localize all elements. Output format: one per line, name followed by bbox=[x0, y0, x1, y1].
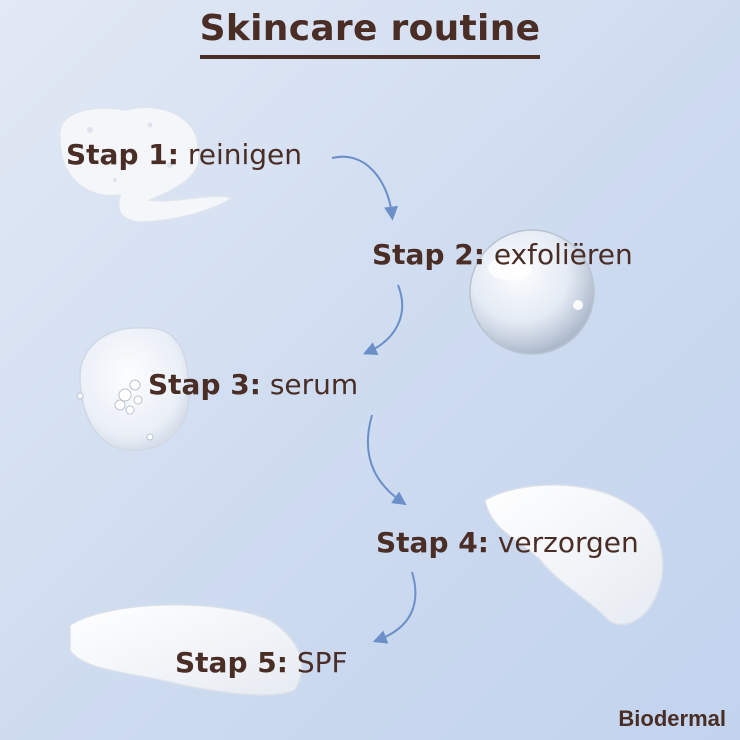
step-1: Stap 1: reinigen bbox=[66, 138, 302, 171]
step-4-label: Stap 4: bbox=[376, 526, 489, 559]
page-title: Skincare routine bbox=[199, 8, 541, 59]
step-4: Stap 4: verzorgen bbox=[376, 526, 639, 559]
step-2: Stap 2: exfoliëren bbox=[372, 238, 633, 271]
step-5-label: Stap 5: bbox=[175, 646, 288, 679]
exfoliant-droplet-texture bbox=[469, 229, 595, 355]
step-2-label: Stap 2: bbox=[372, 238, 485, 271]
step-4-text: verzorgen bbox=[488, 526, 639, 559]
step-2-text: exfoliëren bbox=[484, 238, 633, 271]
step-3-label: Stap 3: bbox=[148, 368, 261, 401]
cleanser-foam-texture bbox=[58, 106, 234, 223]
brand-logo: Biodermal bbox=[618, 706, 726, 731]
step-1-label: Stap 1: bbox=[66, 138, 179, 171]
step-3: Stap 3: serum bbox=[148, 368, 358, 401]
serum-drop-texture bbox=[76, 326, 189, 451]
step-1-text: reinigen bbox=[178, 138, 302, 171]
title-container: Skincare routine bbox=[0, 8, 740, 59]
arrow-step1-to-step2 bbox=[331, 155, 398, 221]
sunscreen-swipe-texture bbox=[69, 604, 303, 696]
arrow-step4-to-step5 bbox=[372, 571, 417, 644]
step-5: Stap 5: SPF bbox=[175, 646, 348, 679]
step-5-text: SPF bbox=[287, 646, 348, 679]
arrow-step2-to-step3 bbox=[362, 284, 404, 355]
step-3-text: serum bbox=[260, 368, 359, 401]
arrow-step3-to-step4 bbox=[366, 414, 407, 506]
moisturizer-swipe-texture bbox=[484, 484, 664, 626]
